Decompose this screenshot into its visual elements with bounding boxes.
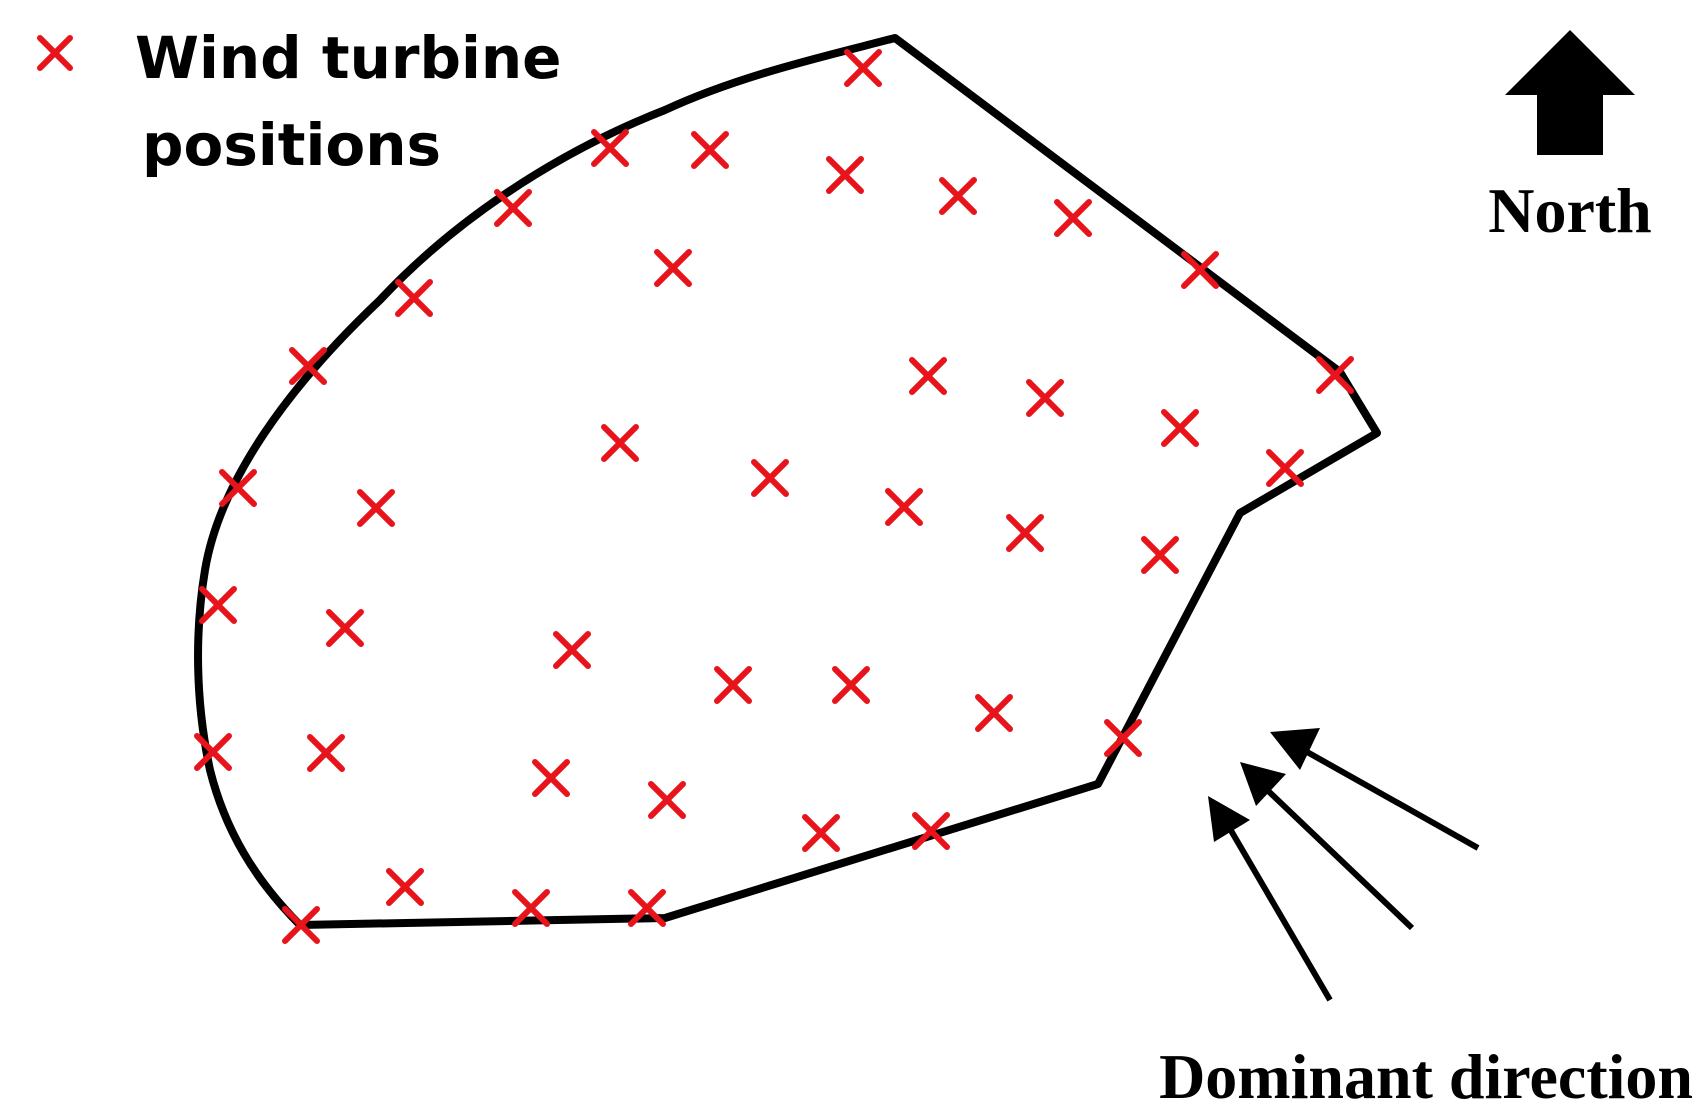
north-label: North bbox=[1488, 175, 1652, 246]
turbine-marker bbox=[909, 357, 947, 395]
turbine-marker bbox=[219, 469, 257, 507]
turbine-marker bbox=[326, 609, 364, 647]
turbine-marker bbox=[386, 868, 424, 906]
turbine-marker bbox=[1161, 409, 1199, 447]
turbine-marker bbox=[691, 131, 729, 169]
turbine-marker bbox=[395, 279, 433, 317]
turbine-marker bbox=[357, 489, 395, 527]
turbine-marker bbox=[494, 189, 532, 227]
turbine-marker bbox=[199, 586, 237, 624]
turbine-marker bbox=[802, 814, 840, 852]
turbine-marker bbox=[512, 889, 550, 927]
legend: Wind turbine positions bbox=[37, 24, 562, 179]
turbine-marker bbox=[844, 49, 882, 87]
turbine-marker bbox=[912, 812, 950, 850]
site-boundary bbox=[194, 34, 1381, 929]
turbine-marker bbox=[975, 694, 1013, 732]
turbine-marker bbox=[1054, 199, 1092, 237]
turbine-marker bbox=[1181, 251, 1219, 289]
turbine-marker bbox=[654, 249, 692, 287]
turbine-marker bbox=[282, 906, 320, 944]
north-indicator: North bbox=[1488, 30, 1652, 246]
turbine-marker bbox=[289, 347, 327, 385]
turbine-marker bbox=[628, 889, 666, 927]
turbine-marker bbox=[194, 733, 232, 771]
turbine-marker bbox=[591, 129, 629, 167]
turbine-marker bbox=[714, 666, 752, 704]
north-arrow-icon bbox=[1505, 30, 1635, 155]
wind-direction-arrows bbox=[1208, 728, 1480, 1002]
turbine-marker bbox=[1266, 449, 1304, 487]
wind-arrow-1 bbox=[1270, 728, 1480, 851]
turbine-marker bbox=[553, 631, 591, 669]
turbine-marker bbox=[648, 781, 686, 819]
wind-arrow-3 bbox=[1208, 796, 1333, 1002]
turbine-marker bbox=[1006, 514, 1044, 552]
turbine-marker bbox=[939, 177, 977, 215]
turbine-marker bbox=[307, 734, 345, 772]
wind-arrow-2 bbox=[1240, 762, 1415, 931]
legend-label-line1: Wind turbine bbox=[135, 24, 562, 92]
turbine-marker bbox=[601, 424, 639, 462]
turbine-marker bbox=[1141, 536, 1179, 574]
turbine-marker bbox=[532, 759, 570, 797]
turbine-marker bbox=[1316, 356, 1354, 394]
turbine-marker bbox=[885, 488, 923, 526]
legend-label-line2: positions bbox=[142, 111, 441, 179]
legend-marker-icon bbox=[37, 35, 73, 71]
turbine-marker bbox=[826, 156, 864, 194]
dominant-direction-label: Dominant direction bbox=[1159, 1041, 1693, 1112]
turbine-marker bbox=[832, 666, 870, 704]
turbine-marker bbox=[1104, 719, 1142, 757]
turbine-markers bbox=[194, 49, 1354, 944]
turbine-marker bbox=[751, 459, 789, 497]
turbine-marker bbox=[1026, 379, 1064, 417]
